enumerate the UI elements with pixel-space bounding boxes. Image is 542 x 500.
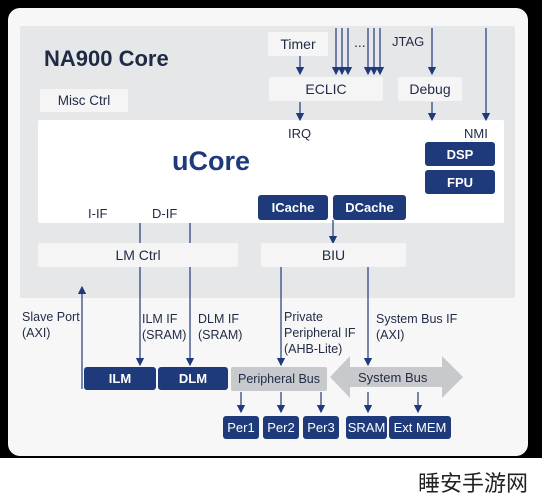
dsp-block: DSP	[425, 142, 495, 166]
ilm-block: ILM	[84, 367, 156, 390]
ilm-if-label: ILM IF(SRAM)	[142, 312, 187, 342]
jtag-label: JTAG	[392, 34, 425, 49]
dif-label: D-IF	[152, 206, 178, 221]
biu-block: BIU	[261, 243, 406, 267]
icache-block: ICache	[258, 195, 328, 220]
system-bus-if-label: System Bus IF(AXI)	[376, 312, 458, 342]
debug-block: Debug	[398, 77, 462, 101]
dlm-if-label: DLM IF(SRAM)	[198, 312, 243, 342]
per2-block: Per2	[263, 416, 299, 439]
sram-block: SRAM	[346, 416, 387, 439]
timer-block: Timer	[268, 32, 328, 56]
nmi-label: NMI	[464, 126, 488, 141]
dcache-block: DCache	[333, 195, 406, 220]
dlm-block: DLM	[158, 367, 228, 390]
system-bus-label: System Bus	[358, 370, 428, 385]
slave-port-label: Slave Port(AXI)	[22, 310, 80, 340]
watermark-text: 睡安手游网	[418, 472, 529, 497]
core-title: NA900 Core	[44, 46, 169, 71]
ellipsis-label: ...	[354, 34, 366, 50]
lm-ctrl-block: LM Ctrl	[38, 243, 238, 267]
per3-block: Per3	[303, 416, 339, 439]
ucore-title: uCore	[172, 146, 251, 176]
misc-ctrl-block: Misc Ctrl	[40, 89, 128, 112]
system-bus-arrow	[330, 356, 463, 398]
fpu-block: FPU	[425, 170, 495, 194]
irq-label: IRQ	[288, 126, 312, 141]
peripheral-bus-block: Peripheral Bus	[231, 367, 327, 391]
ext-mem-block: Ext MEM	[389, 416, 451, 439]
iif-label: I-IF	[88, 206, 108, 221]
per1-block: Per1	[223, 416, 259, 439]
eclic-block: ECLIC	[269, 77, 383, 101]
